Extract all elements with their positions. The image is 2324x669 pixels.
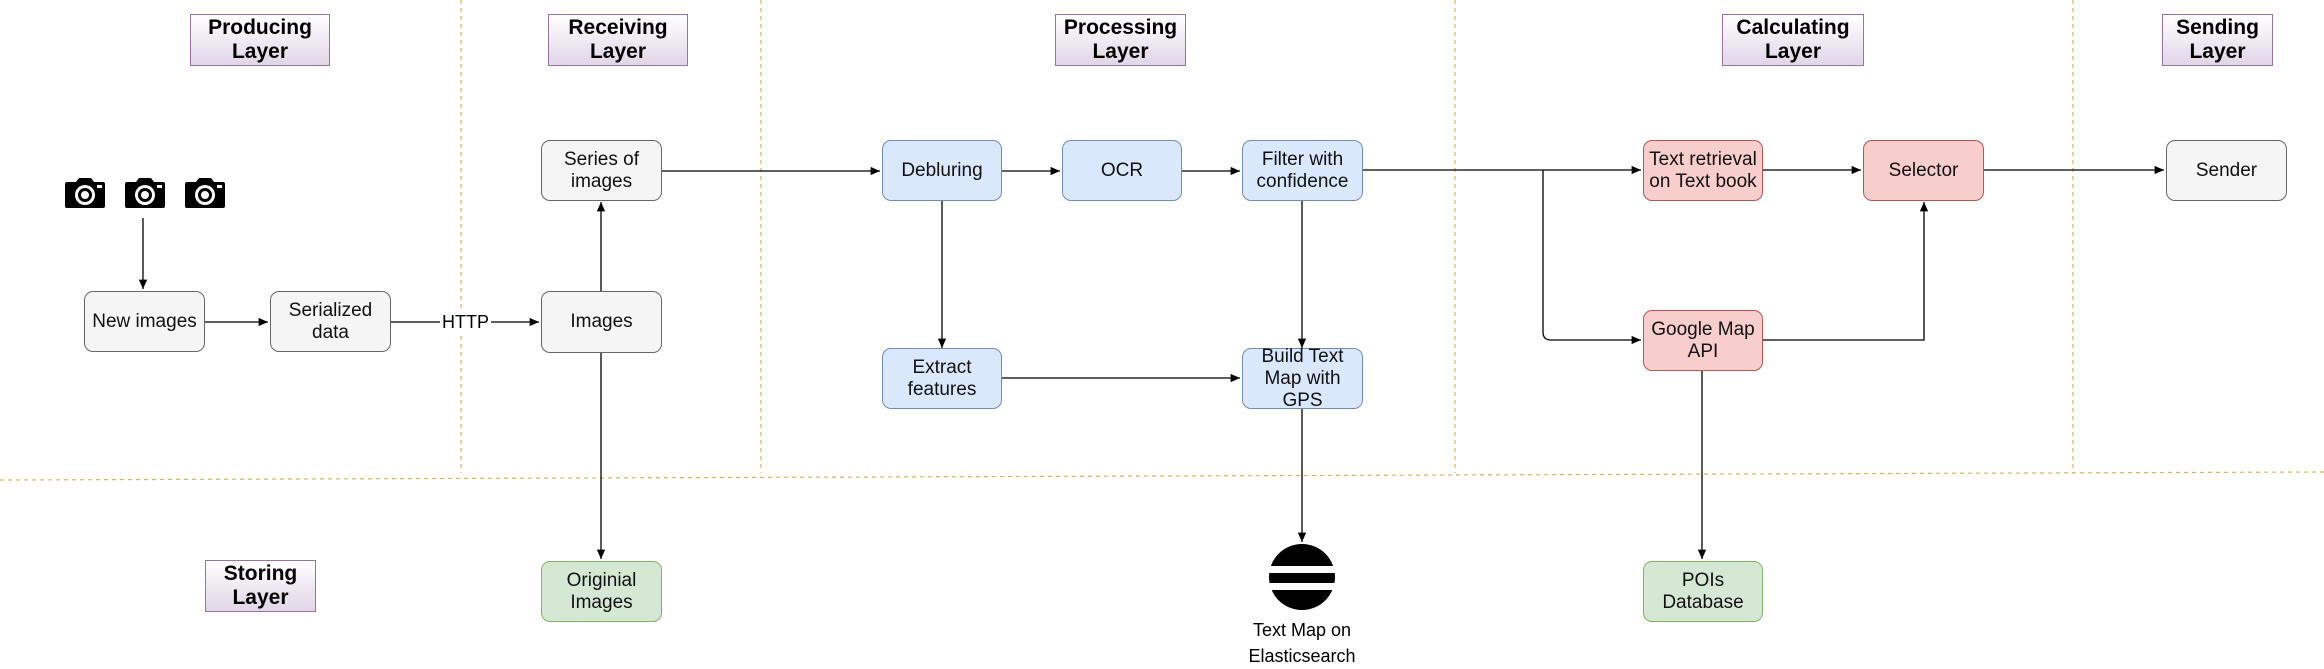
edge-google-map-to-selector — [1763, 202, 1929, 341]
elasticsearch-label: Text Map on Elasticsearch — [1248, 620, 1356, 666]
layer-dividers — [0, 0, 2324, 481]
edge-label-http: HTTP — [440, 312, 491, 332]
node-text-retrieval[interactable]: Text retrieval on Text book — [1643, 140, 1763, 201]
node-images[interactable]: Images — [541, 291, 662, 353]
divider-storing-layer — [0, 471, 2324, 481]
node-build-text-map[interactable]: Build Text Map with GPS — [1242, 346, 1363, 411]
camera-icon — [65, 178, 105, 208]
node-ocr[interactable]: OCR — [1062, 140, 1182, 201]
camera-icon — [185, 178, 225, 208]
node-debluring[interactable]: Debluring — [882, 140, 1002, 201]
layer-title-producing: Producing Layer — [190, 14, 330, 66]
node-filter-with-confidence[interactable]: Filter with confidence — [1242, 140, 1363, 201]
node-original-images[interactable]: Originial Images — [541, 561, 662, 622]
edges — [138, 165, 2164, 559]
layer-title-receiving: Receiving Layer — [548, 14, 688, 66]
node-series-of-images[interactable]: Series of images — [541, 140, 662, 201]
node-selector[interactable]: Selector — [1863, 140, 1984, 201]
node-sender[interactable]: Sender — [2166, 140, 2287, 201]
layer-title-processing: Processing Layer — [1055, 14, 1186, 66]
edge-filter-to-google-map — [1542, 170, 1641, 345]
layer-title-sending: Sending Layer — [2162, 14, 2273, 66]
node-google-map-api[interactable]: Google Map API — [1643, 310, 1763, 371]
camera-icon — [125, 178, 165, 208]
node-pois-database[interactable]: POIs Database — [1643, 561, 1763, 622]
elasticsearch-icon — [1262, 544, 1348, 610]
node-new-images[interactable]: New images — [84, 291, 205, 352]
layer-title-storing: Storing Layer — [205, 560, 316, 612]
node-extract-features[interactable]: Extract features — [882, 348, 1002, 409]
node-serialized-data[interactable]: Serialized data — [270, 291, 391, 352]
layer-title-calculating: Calculating Layer — [1722, 14, 1864, 66]
